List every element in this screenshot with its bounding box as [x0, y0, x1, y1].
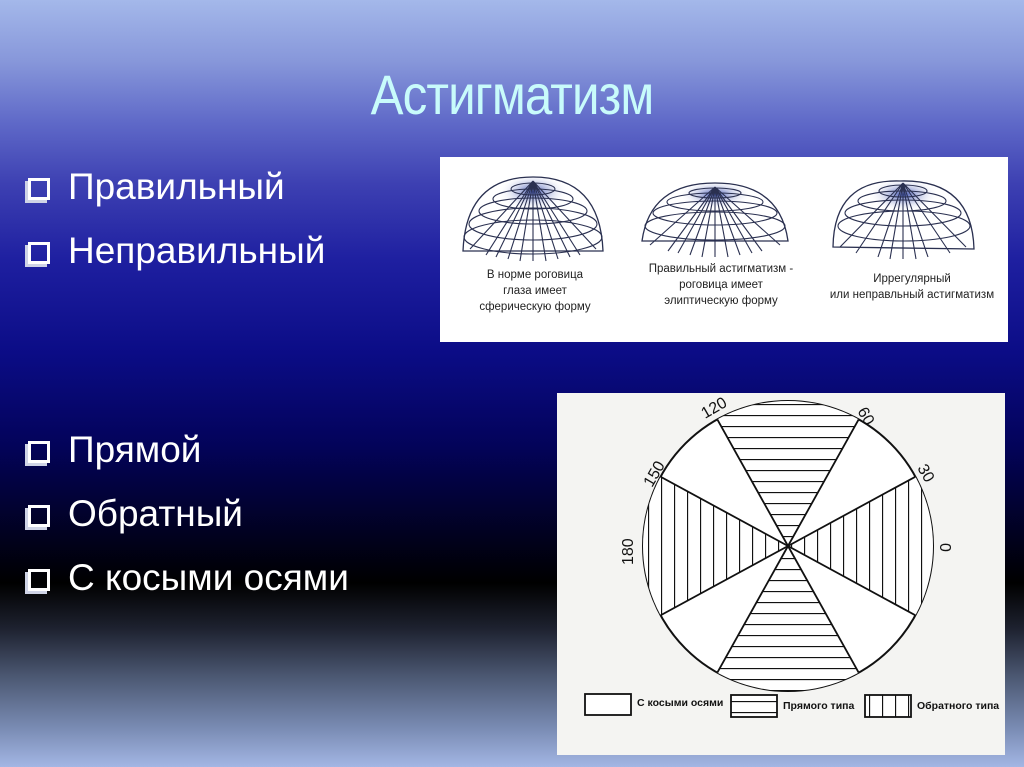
bullet-item: Неправильный: [28, 219, 325, 283]
bullet-item: Правильный: [28, 155, 325, 219]
bullet-text: Правильный: [68, 166, 285, 207]
elliptical-cornea-icon: [641, 182, 789, 258]
bullet-text: Неправильный: [68, 230, 326, 271]
legend-inverse-swatch: [864, 694, 912, 718]
legend-direct-swatch: [730, 694, 778, 718]
bullet-item: С косыми осями: [28, 546, 349, 610]
bullet-text: Обратный: [68, 493, 243, 534]
checkbox-bullet-icon: [28, 242, 50, 264]
checkbox-bullet-icon: [28, 505, 50, 527]
bullet-text: С косыми осями: [68, 557, 349, 598]
angle-label-0: 0: [936, 543, 953, 552]
astigmatism-axis-diagram: 120 60 150 30 180 0 С косыми осями Прямо…: [557, 393, 1005, 755]
legend-oblique-swatch: [584, 693, 632, 716]
slide-title: Астигматизм: [370, 63, 655, 126]
bullet-text: Прямой: [68, 429, 202, 470]
legend-direct-label: Прямого типа: [783, 700, 855, 712]
spherical-cornea-icon: [462, 176, 604, 262]
angle-label-30: 30: [914, 462, 938, 486]
angle-label-60: 60: [854, 405, 878, 429]
axis-circle-diagram: 120 60 150 30 180 0: [584, 394, 953, 718]
legend-inverse-label: Обратного типа: [917, 700, 1000, 712]
irregular-cornea-icon: [832, 180, 975, 260]
legend-oblique-label: С косыми осями: [637, 697, 724, 709]
bullet-item: Прямой: [28, 418, 349, 482]
checkbox-bullet-icon: [28, 178, 50, 200]
bullet-list-type: Правильный Неправильный: [28, 155, 325, 283]
checkbox-bullet-icon: [28, 569, 50, 591]
angle-label-180: 180: [620, 538, 637, 565]
checkbox-bullet-icon: [28, 441, 50, 463]
bullet-list-axis: Прямой Обратный С косыми осями: [28, 418, 349, 610]
bullet-item: Обратный: [28, 482, 349, 546]
